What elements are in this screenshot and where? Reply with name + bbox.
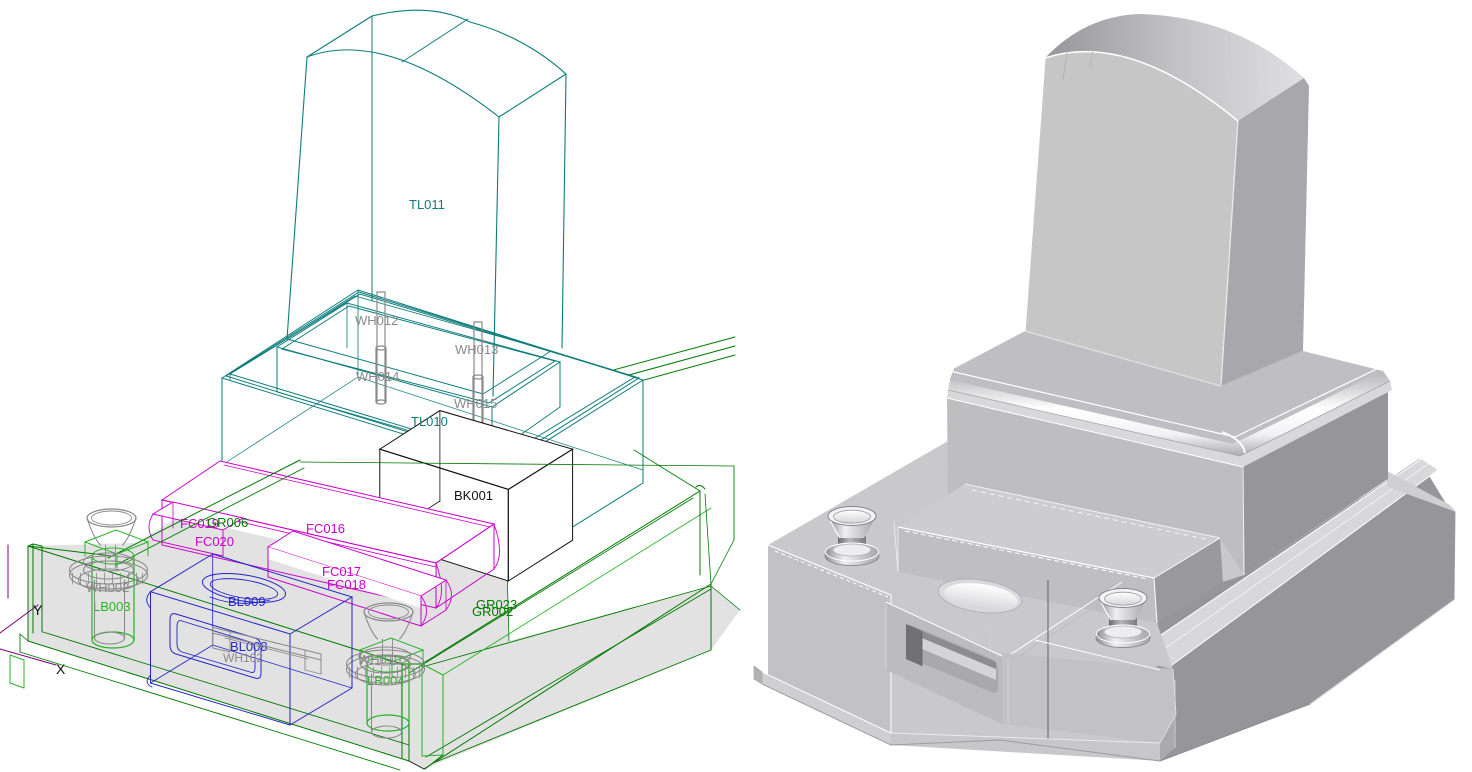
svg-text:TL010: TL010 xyxy=(411,414,448,429)
svg-text:BL009: BL009 xyxy=(228,594,266,609)
svg-text:WH015: WH015 xyxy=(454,396,497,411)
svg-text:WH012: WH012 xyxy=(355,313,398,328)
svg-text:Y: Y xyxy=(33,602,43,618)
svg-text:WH013: WH013 xyxy=(455,342,498,357)
svg-text:GR006: GR006 xyxy=(207,515,248,530)
svg-text:LB004: LB004 xyxy=(367,673,405,688)
svg-text:WH002: WH002 xyxy=(86,580,129,595)
svg-text:FC017: FC017 xyxy=(322,564,361,579)
svg-text:X: X xyxy=(56,661,66,677)
svg-text:FC016: FC016 xyxy=(306,521,345,536)
svg-text:WH014: WH014 xyxy=(356,369,399,384)
svg-text:LB003: LB003 xyxy=(93,599,131,614)
svg-text:FC020: FC020 xyxy=(195,534,234,549)
svg-text:GR002: GR002 xyxy=(472,604,513,619)
svg-text:WH010: WH010 xyxy=(358,652,401,667)
svg-text:BK001: BK001 xyxy=(454,488,493,503)
svg-text:BL008: BL008 xyxy=(230,639,268,654)
svg-text:TL011: TL011 xyxy=(409,197,445,212)
svg-text:FC018: FC018 xyxy=(327,577,366,592)
svg-text:GR023: GR023 xyxy=(476,597,517,612)
svg-text:WH102: WH102 xyxy=(223,651,263,665)
